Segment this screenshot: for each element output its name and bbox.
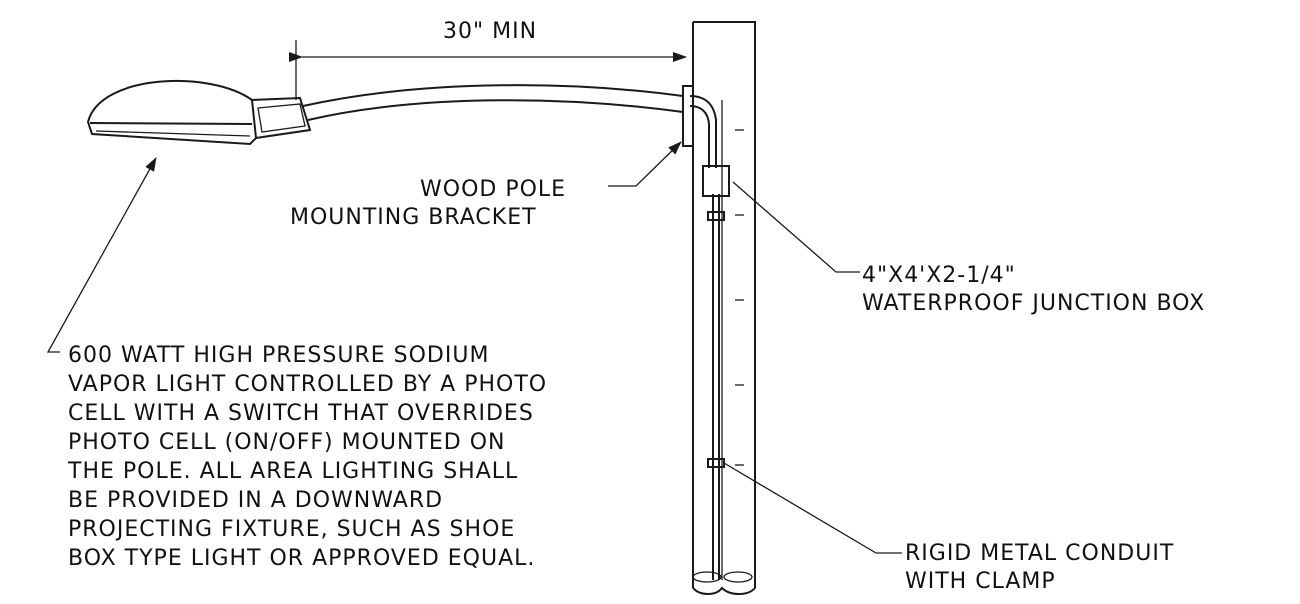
- luminaire-fixture: [86, 79, 312, 146]
- callout-conduit-line-2: WITH CLAMP: [905, 569, 1056, 594]
- callout-junction-box-line-1: 4"X4'X2-1/4": [862, 263, 1016, 288]
- callout-junction-box-line-2: WATERPROOF JUNCTION BOX: [862, 291, 1206, 316]
- callout-light-line-8: BOX TYPE LIGHT OR APPROVED EQUAL.: [68, 546, 536, 571]
- leader-lines: [46, 141, 902, 554]
- callout-conduit-line-1: RIGID METAL CONDUIT: [905, 541, 1175, 566]
- dimension-line: [289, 40, 687, 100]
- conduit-clamp-upper: [707, 211, 725, 221]
- callout-light-line-5: THE POLE. ALL AREA LIGHTING SHALL: [68, 459, 519, 484]
- callout-light-line-1: 600 WATT HIGH PRESSURE SODIUM: [68, 343, 490, 368]
- callout-light-line-2: VAPOR LIGHT CONTROLLED BY A PHOTO: [68, 372, 548, 397]
- wood-pole: [692, 21, 756, 595]
- callout-bracket-line-2: MOUNTING BRACKET: [290, 205, 537, 230]
- dimension-label: 30" MIN: [443, 19, 538, 44]
- callout-light-line-7: PROJECTING FIXTURE, SUCH AS SHOE: [68, 517, 516, 542]
- callout-bracket-line-1: WOOD POLE: [420, 177, 567, 202]
- luminaire-arm: [302, 84, 684, 121]
- callout-light-line-6: BE PROVIDED IN A DOWNWARD: [68, 488, 444, 513]
- junction-box: [702, 165, 730, 197]
- mounting-bracket: [682, 85, 694, 147]
- callout-light-line-4: PHOTO CELL (ON/OFF) MOUNTED ON: [68, 430, 506, 455]
- conduit: [689, 95, 744, 580]
- callout-light-line-3: CELL WITH A SWITCH THAT OVERRIDES: [68, 401, 534, 426]
